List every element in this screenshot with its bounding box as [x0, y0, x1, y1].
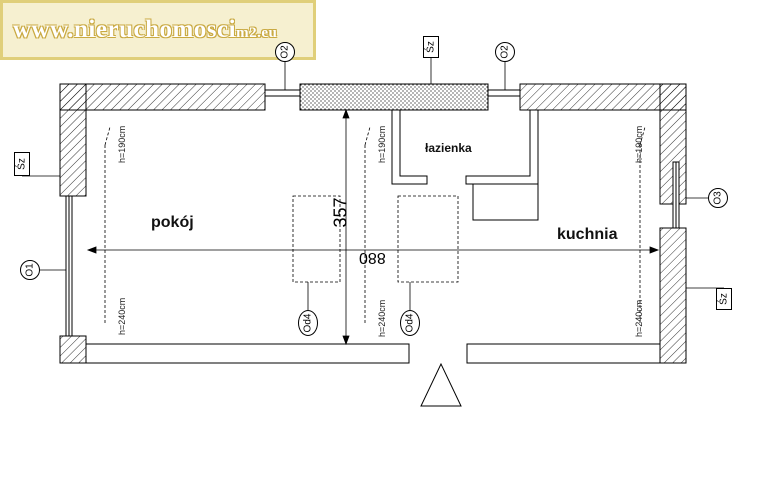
inner-walls — [85, 110, 661, 364]
radiator-label-od4-left: Od4 — [298, 310, 318, 336]
exterior-walls — [59, 83, 687, 364]
room-label-lazienka: łazienka — [425, 141, 472, 155]
height-label-190-middle: h=190cm — [377, 125, 387, 163]
window-label-o3: O3 — [708, 188, 728, 208]
height-label-190-left: h=190cm — [117, 125, 127, 163]
radiator-label-od4-right: Od4 — [400, 310, 420, 336]
room-label-kuchnia: kuchnia — [557, 226, 618, 243]
window-label-o1: O1 — [20, 260, 40, 280]
watermark: www.nieruchomoscim2.eu — [0, 0, 316, 60]
wall-left-upper — [59, 83, 87, 197]
shaft-label-left: Śz — [14, 152, 30, 176]
wall-left-lower — [59, 335, 87, 364]
dimension-lines — [86, 108, 660, 346]
height-label-240-left: h=240cm — [117, 297, 127, 335]
height-label-240-middle: h=240cm — [377, 299, 387, 337]
window-o1-frame — [65, 195, 73, 337]
entrance-arrow-icon — [420, 362, 462, 407]
wall-top-middle — [299, 83, 489, 111]
window-label-o2-right: O2 — [495, 42, 515, 62]
wall-right-lower — [659, 227, 687, 364]
watermark-text: www.nieruchomoscim2.eu — [13, 16, 278, 43]
shaft-label-right: Śz — [716, 288, 732, 310]
window-o2-frames — [264, 89, 521, 97]
shaft-label-top: Śz — [423, 36, 439, 58]
height-label-240-right: h=240cm — [634, 299, 644, 337]
window-label-o2-left: O2 — [275, 42, 295, 62]
dimension-width: 880 — [359, 249, 386, 266]
dashed-fixtures — [104, 126, 646, 325]
wall-top-right — [519, 83, 687, 111]
wall-top-left — [59, 83, 266, 111]
window-o3-frame — [672, 161, 680, 229]
height-label-190-right: h=190cm — [634, 125, 644, 163]
room-label-pokoj: pokój — [151, 214, 194, 231]
